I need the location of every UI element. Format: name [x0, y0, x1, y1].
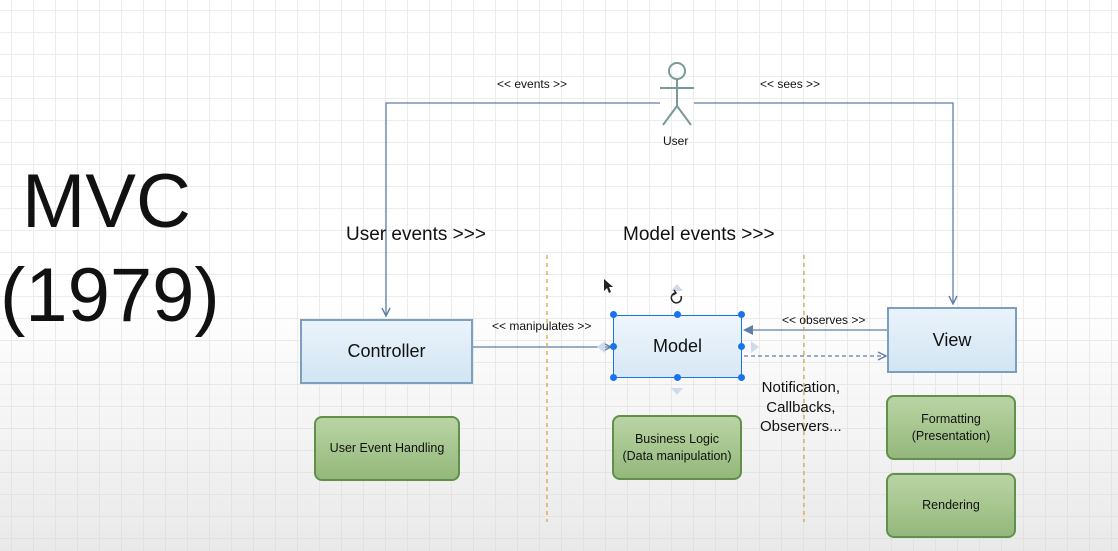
user-event-handling-box[interactable]: User Event Handling	[314, 416, 460, 481]
user-events-heading: User events >>>	[346, 224, 486, 245]
view-box[interactable]: View	[887, 307, 1017, 373]
title-year: (1979)	[0, 253, 220, 338]
sees-label: << sees >>	[760, 77, 821, 91]
business-logic-box[interactable]: Business Logic (Data manipulation)	[612, 415, 742, 480]
model-events-heading: Model events >>>	[623, 224, 775, 245]
resize-handle[interactable]	[674, 374, 681, 381]
rotate-icon[interactable]	[670, 289, 683, 304]
user-actor-icon[interactable]	[660, 62, 694, 126]
model-box[interactable]: Model	[613, 315, 742, 378]
controller-box[interactable]: Controller	[300, 319, 473, 384]
formatting-box[interactable]: Formatting (Presentation)	[886, 395, 1016, 460]
resize-handle[interactable]	[610, 311, 617, 318]
resize-handle[interactable]	[610, 374, 617, 381]
events-connector[interactable]	[386, 102, 660, 316]
selection-helper-arrows[interactable]	[597, 284, 759, 395]
resize-handle[interactable]	[674, 311, 681, 318]
resize-handle[interactable]	[738, 343, 745, 350]
resize-handle[interactable]	[738, 311, 745, 318]
mouse-cursor-icon	[604, 279, 613, 293]
observes-label: << observes >>	[782, 313, 866, 327]
sees-connector[interactable]	[694, 102, 953, 304]
rendering-box[interactable]: Rendering	[886, 473, 1016, 538]
title-mvc: MVC	[22, 159, 191, 244]
events-label: << events >>	[497, 77, 568, 91]
resize-handle[interactable]	[738, 374, 745, 381]
notification-note: Notification, Callbacks, Observers...	[760, 379, 842, 435]
manipulates-label: << manipulates >>	[492, 319, 592, 333]
resize-handle[interactable]	[610, 343, 617, 350]
user-label: User	[663, 134, 689, 148]
